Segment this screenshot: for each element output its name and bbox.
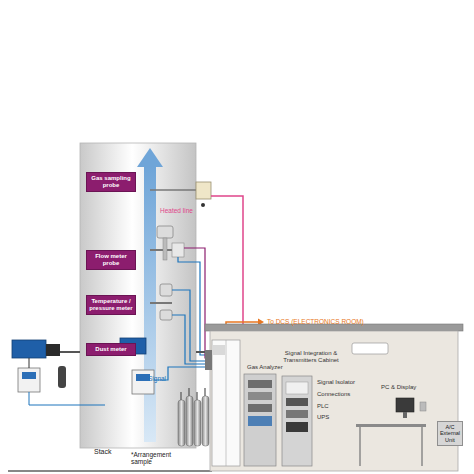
equipment-label: Signal Isolator bbox=[316, 379, 356, 386]
stack: StackGas sampling probeFlow meter probeT… bbox=[80, 143, 196, 448]
equipment-box: A/C External Unit bbox=[437, 421, 463, 446]
note: *Arrangement sample bbox=[131, 451, 181, 466]
probe-box: Temperature / pressure meter bbox=[86, 295, 136, 315]
stack-body bbox=[80, 143, 196, 448]
dust-meter-unit-left bbox=[18, 368, 40, 392]
pressure-transmitter bbox=[160, 310, 172, 320]
line-label: Heated line bbox=[160, 207, 193, 214]
dust-meter-head-left bbox=[12, 340, 46, 358]
gas-cylinders bbox=[178, 388, 209, 446]
cabinet-label: Signal Integration & Transmitters Cabine… bbox=[280, 350, 342, 364]
probe-box: Flow meter probe bbox=[86, 250, 136, 270]
box-text: Dust meter bbox=[88, 346, 134, 353]
probe-box: Dust meter bbox=[86, 343, 136, 356]
equipment-label: Connections bbox=[316, 391, 351, 398]
box-text: Gas sampling probe bbox=[88, 175, 134, 189]
signal-label: Signal bbox=[148, 375, 166, 382]
stack-caption: Stack bbox=[94, 448, 112, 455]
box-text: Temperature / pressure meter bbox=[88, 298, 134, 312]
box-text: Flow meter probe bbox=[88, 253, 134, 267]
box-text: A/C External Unit bbox=[439, 424, 461, 443]
equipment-label: Gas Analyzer bbox=[246, 364, 284, 371]
equipment-label: PLC bbox=[316, 403, 330, 410]
equipment-label: UPS bbox=[316, 414, 330, 421]
dcs-label: To DCS (ELECTRONICS ROOM) bbox=[267, 318, 364, 325]
analyzer-shelter bbox=[205, 324, 463, 471]
probe-heater-box bbox=[196, 182, 211, 199]
probe-box: Gas sampling probe bbox=[86, 172, 136, 192]
temp-transmitter bbox=[160, 284, 172, 296]
flow-arrow-head bbox=[137, 148, 163, 167]
equipment-label: PC & Display bbox=[380, 384, 417, 391]
flow-transmitter bbox=[157, 226, 173, 238]
